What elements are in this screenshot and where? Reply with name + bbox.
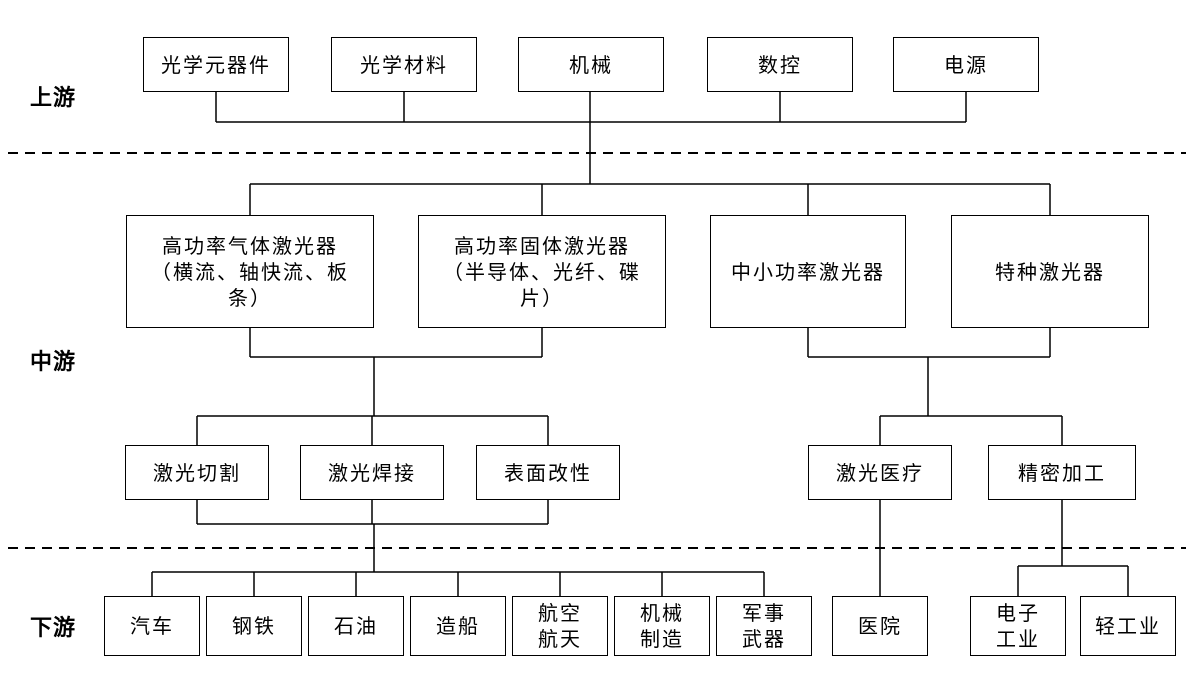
downstream-node: 石油 (308, 596, 404, 656)
node-label: 特种激光器 (995, 259, 1105, 284)
upstream-node: 机械 (518, 37, 664, 92)
midstream-node: 高功率固体激光器 （半导体、光纤、碟 片） (418, 215, 666, 328)
application-node: 表面改性 (476, 445, 620, 500)
upstream-node: 电源 (893, 37, 1039, 92)
midstream-node: 高功率气体激光器 （横流、轴快流、板 条） (126, 215, 374, 328)
midstream-node: 中小功率激光器 (710, 215, 906, 328)
node-label: 轻工业 (1095, 614, 1161, 638)
node-label: 电子 工业 (996, 601, 1040, 651)
stage-label-midstream: 中游 (30, 350, 77, 375)
node-label: 造船 (436, 614, 480, 638)
downstream-node: 钢铁 (206, 596, 302, 656)
node-label: 军事 武器 (742, 601, 786, 651)
node-label: 中小功率激光器 (731, 259, 885, 284)
stage-label-upstream: 上游 (30, 86, 77, 111)
node-label: 激光焊接 (328, 460, 416, 485)
node-label: 航空 航天 (538, 601, 582, 651)
node-label: 光学材料 (360, 52, 448, 77)
application-node: 激光医疗 (808, 445, 952, 500)
node-label: 高功率固体激光器 （半导体、光纤、碟 片） (443, 233, 641, 310)
node-label: 机械 制造 (640, 601, 684, 651)
downstream-node: 医院 (832, 596, 928, 656)
node-label: 数控 (758, 52, 802, 77)
application-node: 激光切割 (125, 445, 269, 500)
downstream-node: 航空 航天 (512, 596, 608, 656)
node-label: 激光医疗 (836, 460, 924, 485)
node-label: 光学元器件 (161, 52, 271, 77)
node-label: 钢铁 (232, 614, 276, 638)
downstream-node: 汽车 (104, 596, 200, 656)
node-label: 石油 (334, 614, 378, 638)
downstream-node: 机械 制造 (614, 596, 710, 656)
node-label: 高功率气体激光器 （横流、轴快流、板 条） (151, 233, 349, 310)
downstream-node: 造船 (410, 596, 506, 656)
upstream-node: 光学元器件 (143, 37, 289, 92)
node-label: 医院 (858, 614, 902, 638)
upstream-node: 光学材料 (331, 37, 477, 92)
node-label: 表面改性 (504, 460, 592, 485)
application-node: 精密加工 (988, 445, 1136, 500)
node-label: 汽车 (130, 614, 174, 638)
node-label: 激光切割 (153, 460, 241, 485)
downstream-node: 电子 工业 (970, 596, 1066, 656)
node-label: 电源 (944, 52, 988, 77)
downstream-node: 军事 武器 (716, 596, 812, 656)
downstream-node: 轻工业 (1080, 596, 1176, 656)
application-node: 激光焊接 (300, 445, 444, 500)
node-label: 精密加工 (1018, 460, 1106, 485)
upstream-node: 数控 (707, 37, 853, 92)
node-label: 机械 (569, 52, 613, 77)
midstream-node: 特种激光器 (951, 215, 1149, 328)
stage-label-downstream: 下游 (30, 616, 77, 641)
